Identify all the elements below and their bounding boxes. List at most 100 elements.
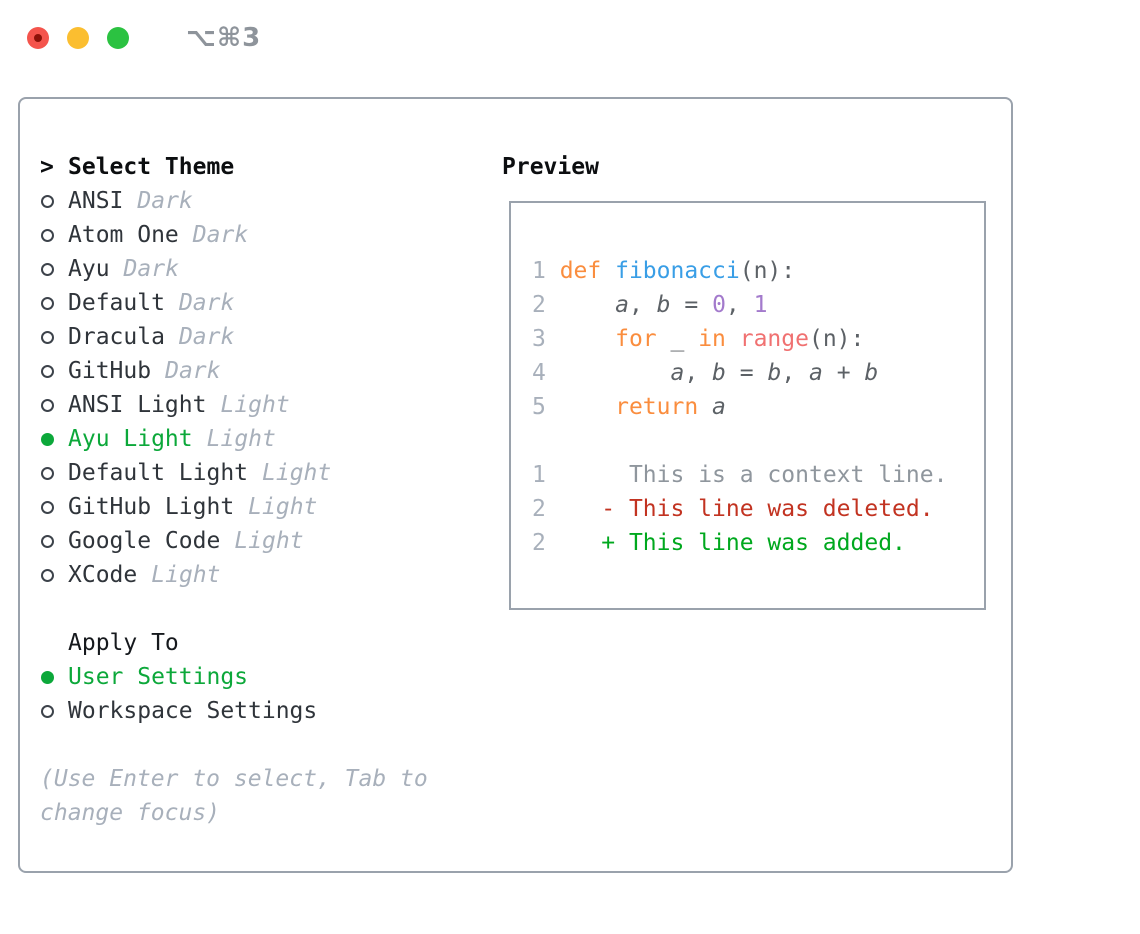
code-token-kw: def — [559, 258, 616, 284]
titlebar: ⌥⌘3 — [27, 23, 262, 53]
code-token-var: a — [712, 394, 726, 420]
theme-option-github[interactable]: GitHub Dark — [40, 354, 428, 388]
code-token-ctx: This is a context line. — [628, 462, 948, 488]
code-token-ln: 4 — [532, 360, 560, 386]
option-label: Atom One — [68, 222, 179, 248]
code-line: 4 a, b = b, a + b — [532, 356, 947, 390]
option-label: Dracula — [68, 324, 165, 350]
theme-option-ayu-light[interactable]: Ayu Light Light — [40, 422, 428, 456]
radio-icon[interactable] — [41, 194, 54, 208]
code-token-pl — [560, 292, 615, 318]
code-token-pl — [546, 496, 601, 522]
code-token-var: a — [809, 360, 823, 386]
code-token-add: + This line was added. — [601, 530, 906, 556]
radio-icon[interactable] — [41, 466, 54, 480]
radio-icon[interactable] — [41, 228, 54, 242]
option-tag: Dark — [165, 358, 221, 384]
code-line: 2 a, b = 0, 1 — [532, 288, 947, 322]
code-token-ctx — [546, 462, 629, 488]
code-token-pl — [560, 394, 615, 420]
option-label: Default Light — [68, 460, 249, 486]
option-label: GitHub — [68, 358, 152, 384]
option-label: Default — [68, 290, 165, 316]
minimize-button[interactable] — [67, 27, 89, 49]
code-token-pl: , — [684, 360, 713, 386]
hint-line-2: change focus) — [40, 800, 221, 826]
apply-option-workspace-settings[interactable]: Workspace Settings — [40, 694, 428, 728]
option-tag: Dark — [178, 290, 235, 316]
spacer — [40, 592, 428, 626]
option-tag: Dark — [123, 256, 179, 282]
radio-selected-icon[interactable] — [41, 432, 54, 446]
theme-option-default-light[interactable]: Default Light Light — [40, 456, 428, 490]
code-token-pl: _ — [670, 326, 699, 352]
diff-line: 2 - This line was deleted. — [532, 492, 947, 526]
code-token-num: 1 — [753, 292, 768, 318]
theme-option-default[interactable]: Default Dark — [40, 286, 428, 320]
code-token-ln: 1 — [532, 258, 560, 284]
theme-option-google-code[interactable]: Google Code Light — [40, 524, 428, 558]
code-line: 1 def fibonacci(n): — [532, 254, 947, 288]
code-token-pl — [560, 326, 615, 352]
option-tag: Dark — [192, 222, 249, 248]
code-token-ln: 2 — [532, 292, 560, 318]
option-tag: Light — [220, 392, 290, 418]
code-token-ln: 2 — [532, 496, 546, 522]
theme-option-ansi-light[interactable]: ANSI Light Light — [40, 388, 428, 422]
code-token-kw: for — [615, 326, 671, 352]
option-label: Workspace Settings — [68, 698, 318, 724]
code-token-pl: , — [628, 292, 657, 318]
radio-icon[interactable] — [41, 364, 54, 378]
option-tag: Light — [248, 494, 318, 520]
code-token-ln: 2 — [532, 530, 546, 556]
code-token-var: a — [670, 360, 685, 386]
close-button[interactable] — [27, 27, 49, 49]
radio-icon[interactable] — [41, 704, 54, 718]
code-token-pl: + — [822, 360, 865, 386]
code-token-del: - This line was deleted. — [601, 496, 934, 522]
option-label: GitHub Light — [68, 494, 235, 520]
code-token-kw: return — [615, 394, 713, 420]
radio-icon[interactable] — [41, 568, 54, 582]
code-token-ln: 3 — [532, 326, 560, 352]
option-tag: Light — [234, 528, 304, 554]
radio-selected-icon[interactable] — [41, 670, 54, 684]
option-tag: Light — [262, 460, 332, 486]
option-label: XCode — [68, 562, 138, 588]
radio-icon[interactable] — [41, 534, 54, 548]
maximize-button[interactable] — [107, 27, 129, 49]
window-title: ⌥⌘3 — [186, 23, 262, 53]
diff-line: 1 This is a context line. — [532, 458, 947, 492]
code-token-var: b — [656, 292, 671, 318]
apply-to-header-row: Apply To — [40, 626, 428, 660]
theme-option-github-light[interactable]: GitHub Light Light — [40, 490, 428, 524]
code-line: 3 for _ in range(n): — [532, 322, 947, 356]
apply-option-user-settings[interactable]: User Settings — [40, 660, 428, 694]
code-token-pl: = — [725, 360, 768, 386]
option-label: ANSI — [68, 188, 124, 214]
code-token-pl — [546, 530, 601, 556]
radio-icon[interactable] — [41, 296, 54, 310]
option-label: ANSI Light — [68, 392, 207, 418]
option-label: Google Code — [68, 528, 221, 554]
radio-icon[interactable] — [41, 330, 54, 344]
code-token-ln: 1 — [532, 462, 546, 488]
option-label: Ayu Light — [68, 426, 193, 452]
diff-line: 2 + This line was added. — [532, 526, 947, 560]
code-token-kw: in — [698, 326, 740, 352]
preview-title: Preview — [502, 154, 599, 180]
radio-icon[interactable] — [41, 262, 54, 276]
radio-icon[interactable] — [41, 398, 54, 412]
option-tag: Light — [206, 426, 276, 452]
code-token-pl: = — [670, 292, 713, 318]
theme-option-atom-one[interactable]: Atom One Dark — [40, 218, 428, 252]
radio-icon[interactable] — [41, 500, 54, 514]
